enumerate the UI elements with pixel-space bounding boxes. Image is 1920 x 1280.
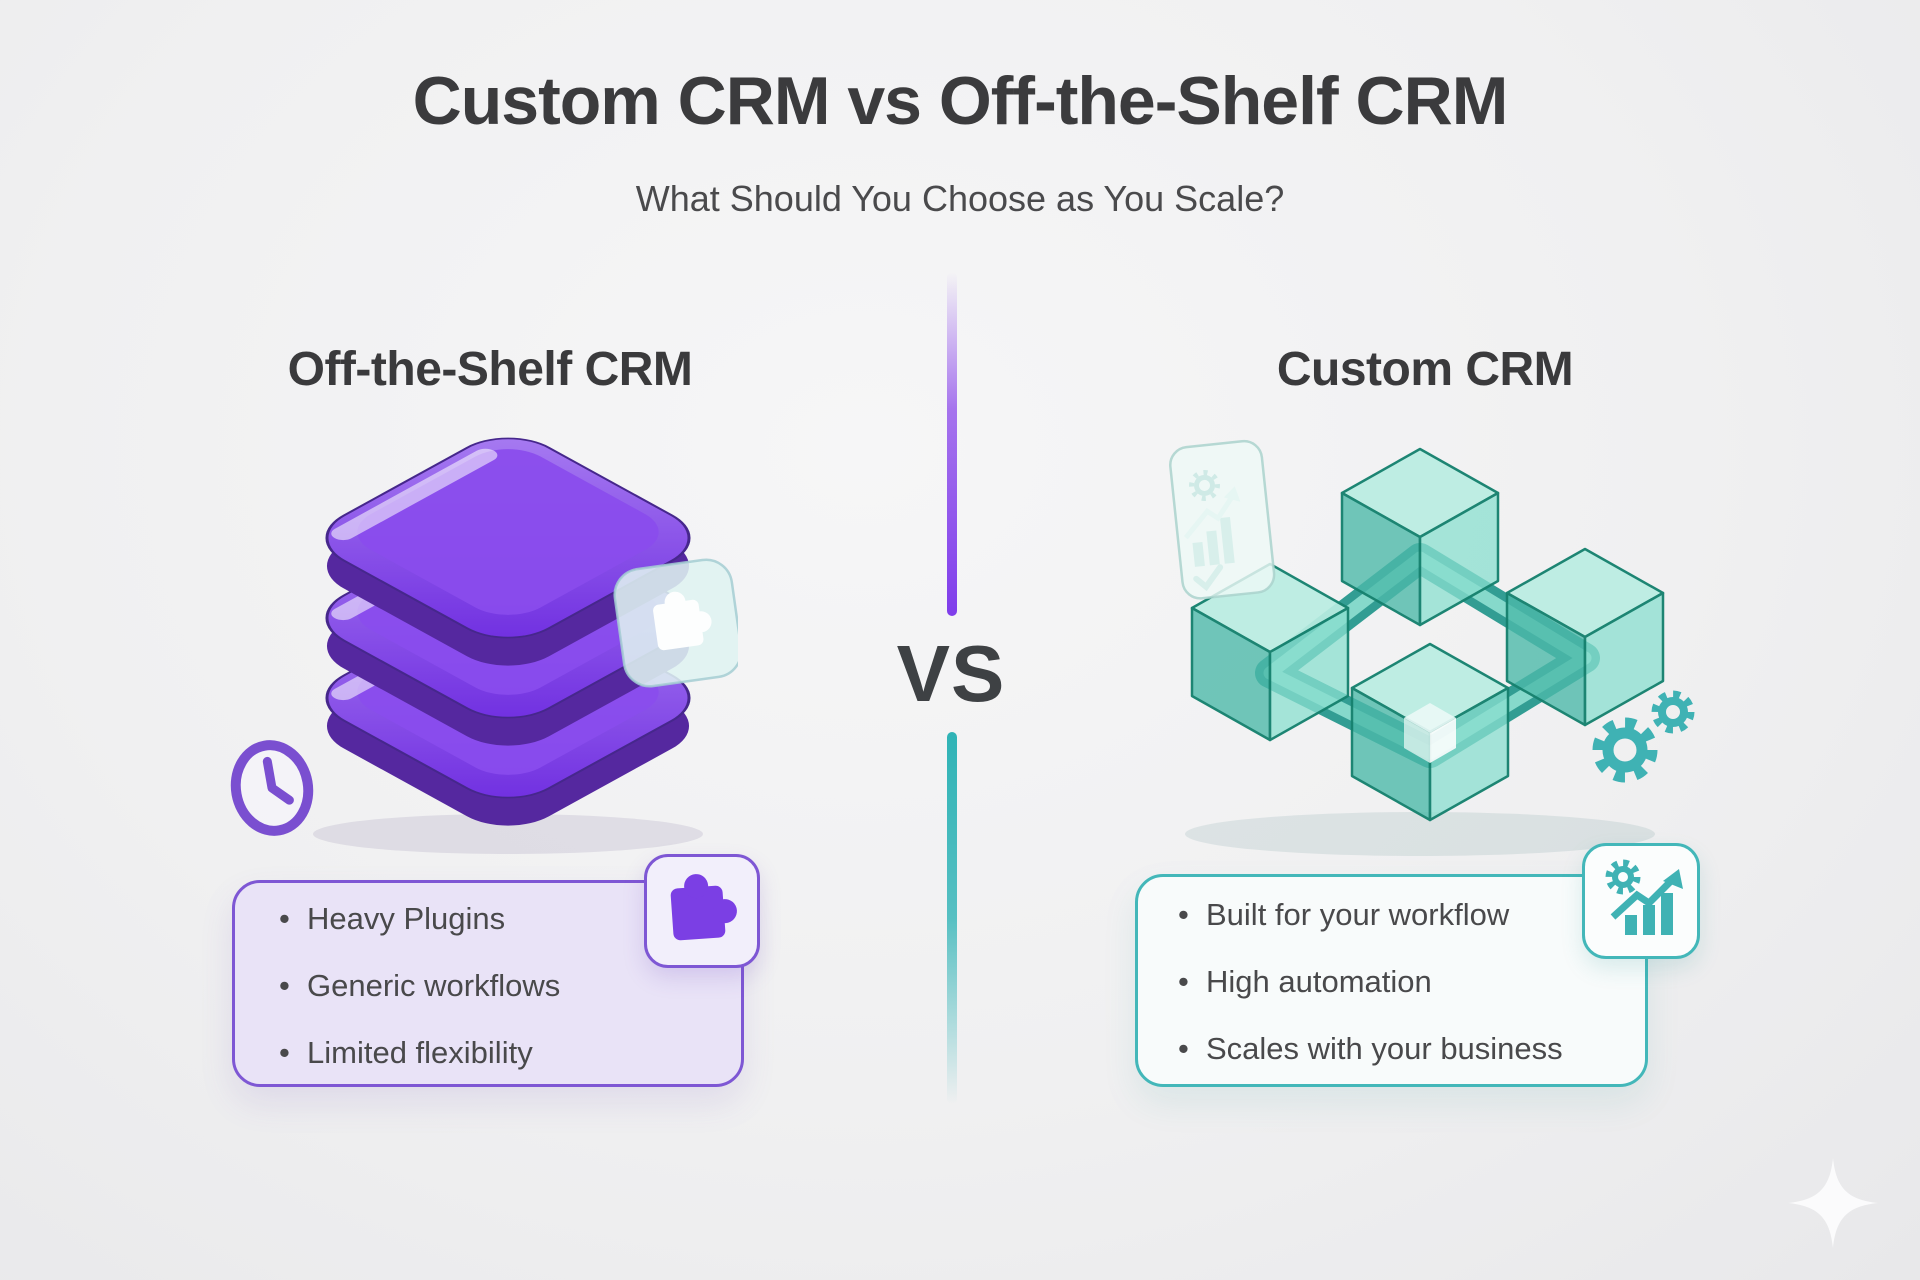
puzzle-icon: [670, 874, 737, 941]
glass-puzzle-icon: [613, 558, 738, 688]
page-subtitle: What Should You Choose as You Scale?: [635, 178, 1285, 219]
right-bullet-list: Built for your workflow High automation …: [1138, 877, 1645, 1082]
vs-label: VS: [896, 629, 1006, 718]
gears-icon: [1592, 690, 1695, 783]
bullet-item: High automation: [1176, 948, 1645, 1015]
bullet-item: Generic workflows: [277, 952, 741, 1019]
clock-icon: [230, 740, 314, 836]
left-bullet-list: Heavy Plugins Generic workflows Limited …: [235, 883, 741, 1086]
sparkle-icon: [1788, 1158, 1878, 1248]
plugin-badge: [644, 854, 760, 968]
bullet-item: Limited flexibility: [277, 1019, 741, 1086]
left-heading: Off-the-Shelf CRM: [287, 343, 693, 396]
bullet-item: Scales with your business: [1176, 1015, 1645, 1082]
divider-line-teal: [947, 732, 957, 1104]
gear-growth-chart-icon: [1605, 859, 1683, 935]
glass-gear-chart-card-icon: [1169, 439, 1276, 600]
bullet-item: Heavy Plugins: [277, 885, 741, 952]
connected-cubes-illustration: [1169, 439, 1695, 856]
left-features-box: Heavy Plugins Generic workflows Limited …: [232, 880, 744, 1087]
workflow-badge: [1582, 843, 1700, 959]
divider-line-purple: [947, 272, 957, 616]
stacked-layers-illustration: [313, 437, 738, 854]
page-title: Custom CRM vs Off-the-Shelf CRM: [412, 63, 1509, 139]
bullet-item: Built for your workflow: [1176, 881, 1645, 948]
right-features-box: Built for your workflow High automation …: [1135, 874, 1648, 1087]
right-heading: Custom CRM: [1276, 343, 1574, 396]
